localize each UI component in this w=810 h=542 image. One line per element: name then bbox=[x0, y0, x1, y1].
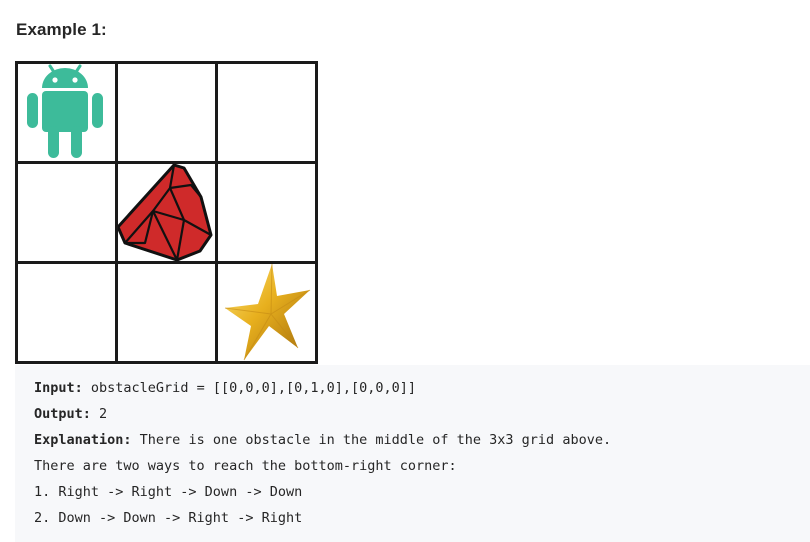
output-label: Output: bbox=[34, 406, 91, 422]
output-line: Output: 2 bbox=[34, 405, 107, 423]
grid-cell bbox=[118, 164, 215, 261]
output-value: 2 bbox=[90, 406, 108, 422]
explanation-label: Explanation: bbox=[34, 432, 132, 448]
path-one-line: 1. Right -> Right -> Down -> Down bbox=[34, 484, 303, 500]
input-label: Input: bbox=[34, 380, 83, 396]
ruby-obstacle-icon bbox=[118, 164, 213, 261]
grid-cell bbox=[18, 64, 115, 161]
grid-cell bbox=[18, 264, 115, 361]
example-title: Example 1: bbox=[16, 20, 107, 39]
grid-cell bbox=[218, 264, 315, 361]
example-code-block: Input: obstacleGrid = [[0,0,0],[0,1,0],[… bbox=[15, 365, 810, 542]
grid-cell bbox=[218, 64, 315, 161]
grid-cell bbox=[118, 264, 215, 361]
explanation-value: There is one obstacle in the middle of t… bbox=[131, 432, 612, 448]
input-line: Input: obstacleGrid = [[0,0,0],[0,1,0],[… bbox=[34, 379, 416, 397]
explanation-line: Explanation: There is one obstacle in th… bbox=[34, 431, 611, 449]
grid-cell bbox=[118, 64, 215, 161]
path-two-line: 2. Down -> Down -> Right -> Right bbox=[34, 510, 303, 526]
grid-cell bbox=[218, 164, 315, 261]
obstacle-grid bbox=[15, 61, 318, 364]
input-value: obstacleGrid = [[0,0,0],[0,1,0],[0,0,0]] bbox=[82, 380, 417, 396]
explanation-text-line: There are two ways to reach the bottom-r… bbox=[34, 458, 457, 474]
gold-star-icon bbox=[224, 264, 311, 361]
android-robot-icon bbox=[27, 64, 103, 158]
grid-cell bbox=[18, 164, 115, 261]
